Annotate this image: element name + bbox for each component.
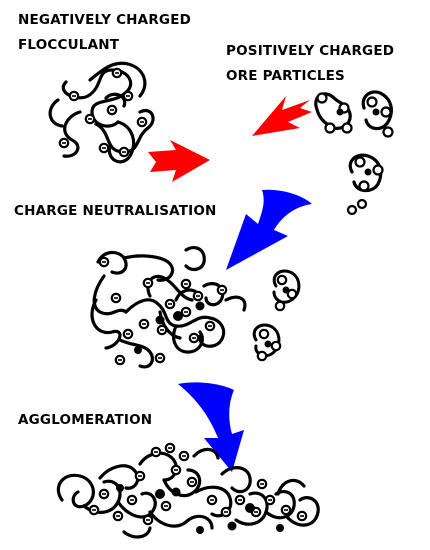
ore-label-line2: ORE PARTICLES: [226, 68, 345, 84]
neutralisation-arrow: [226, 189, 312, 270]
flocculant-label-line2: FLOCCULANT: [18, 37, 120, 53]
neutralised-floc: [90, 246, 247, 369]
agglomeration-label: AGGLOMERATION: [18, 412, 153, 428]
ore-label-line1: POSITIVELY CHARGED: [226, 43, 395, 59]
ore-particles: [314, 90, 393, 193]
neutralised-floc-solids: [134, 301, 205, 354]
ore-charges: [316, 92, 394, 216]
charge-neutralisation-label: CHARGE NEUTRALISATION: [14, 203, 217, 219]
flocculant-polymer: [48, 61, 155, 164]
flocculant-label-line1: NEGATIVELY CHARGED: [18, 12, 192, 28]
stray-ore-charges: [256, 274, 298, 362]
agglomerate-solids: [116, 484, 284, 534]
agglomeration-arrow: [178, 382, 244, 472]
ore-arrow: [252, 96, 312, 136]
agglomerate: [56, 447, 320, 539]
flocculant-arrow: [148, 140, 210, 182]
